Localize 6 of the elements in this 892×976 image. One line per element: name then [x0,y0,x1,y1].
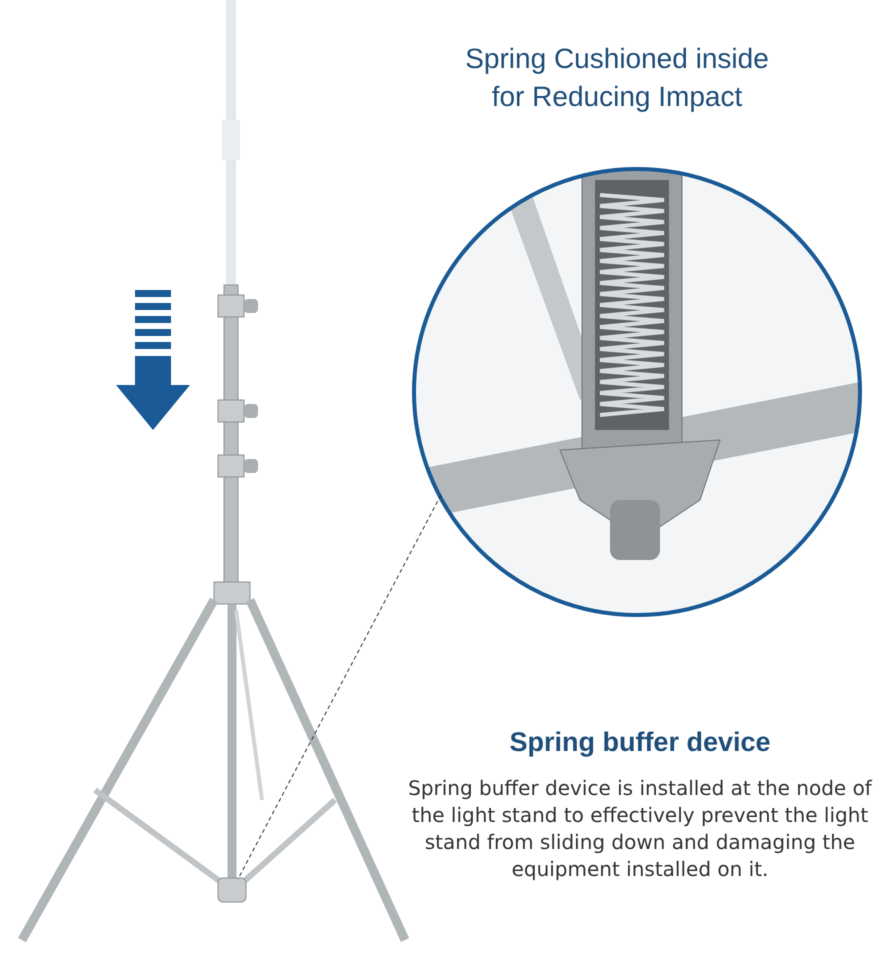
title: Spring Cushioned inside for Reducing Impact [464,42,770,114]
section-heading: Spring buffer device [508,727,772,758]
leader-line [238,494,442,880]
description-text: Spring buffer device is installed at the node of the light stand to effectively prevent the light stand from sliding down and damaging the equipment installed on it. [407,775,874,883]
magnified-view-drawing [412,167,862,617]
spring-node [218,878,246,902]
